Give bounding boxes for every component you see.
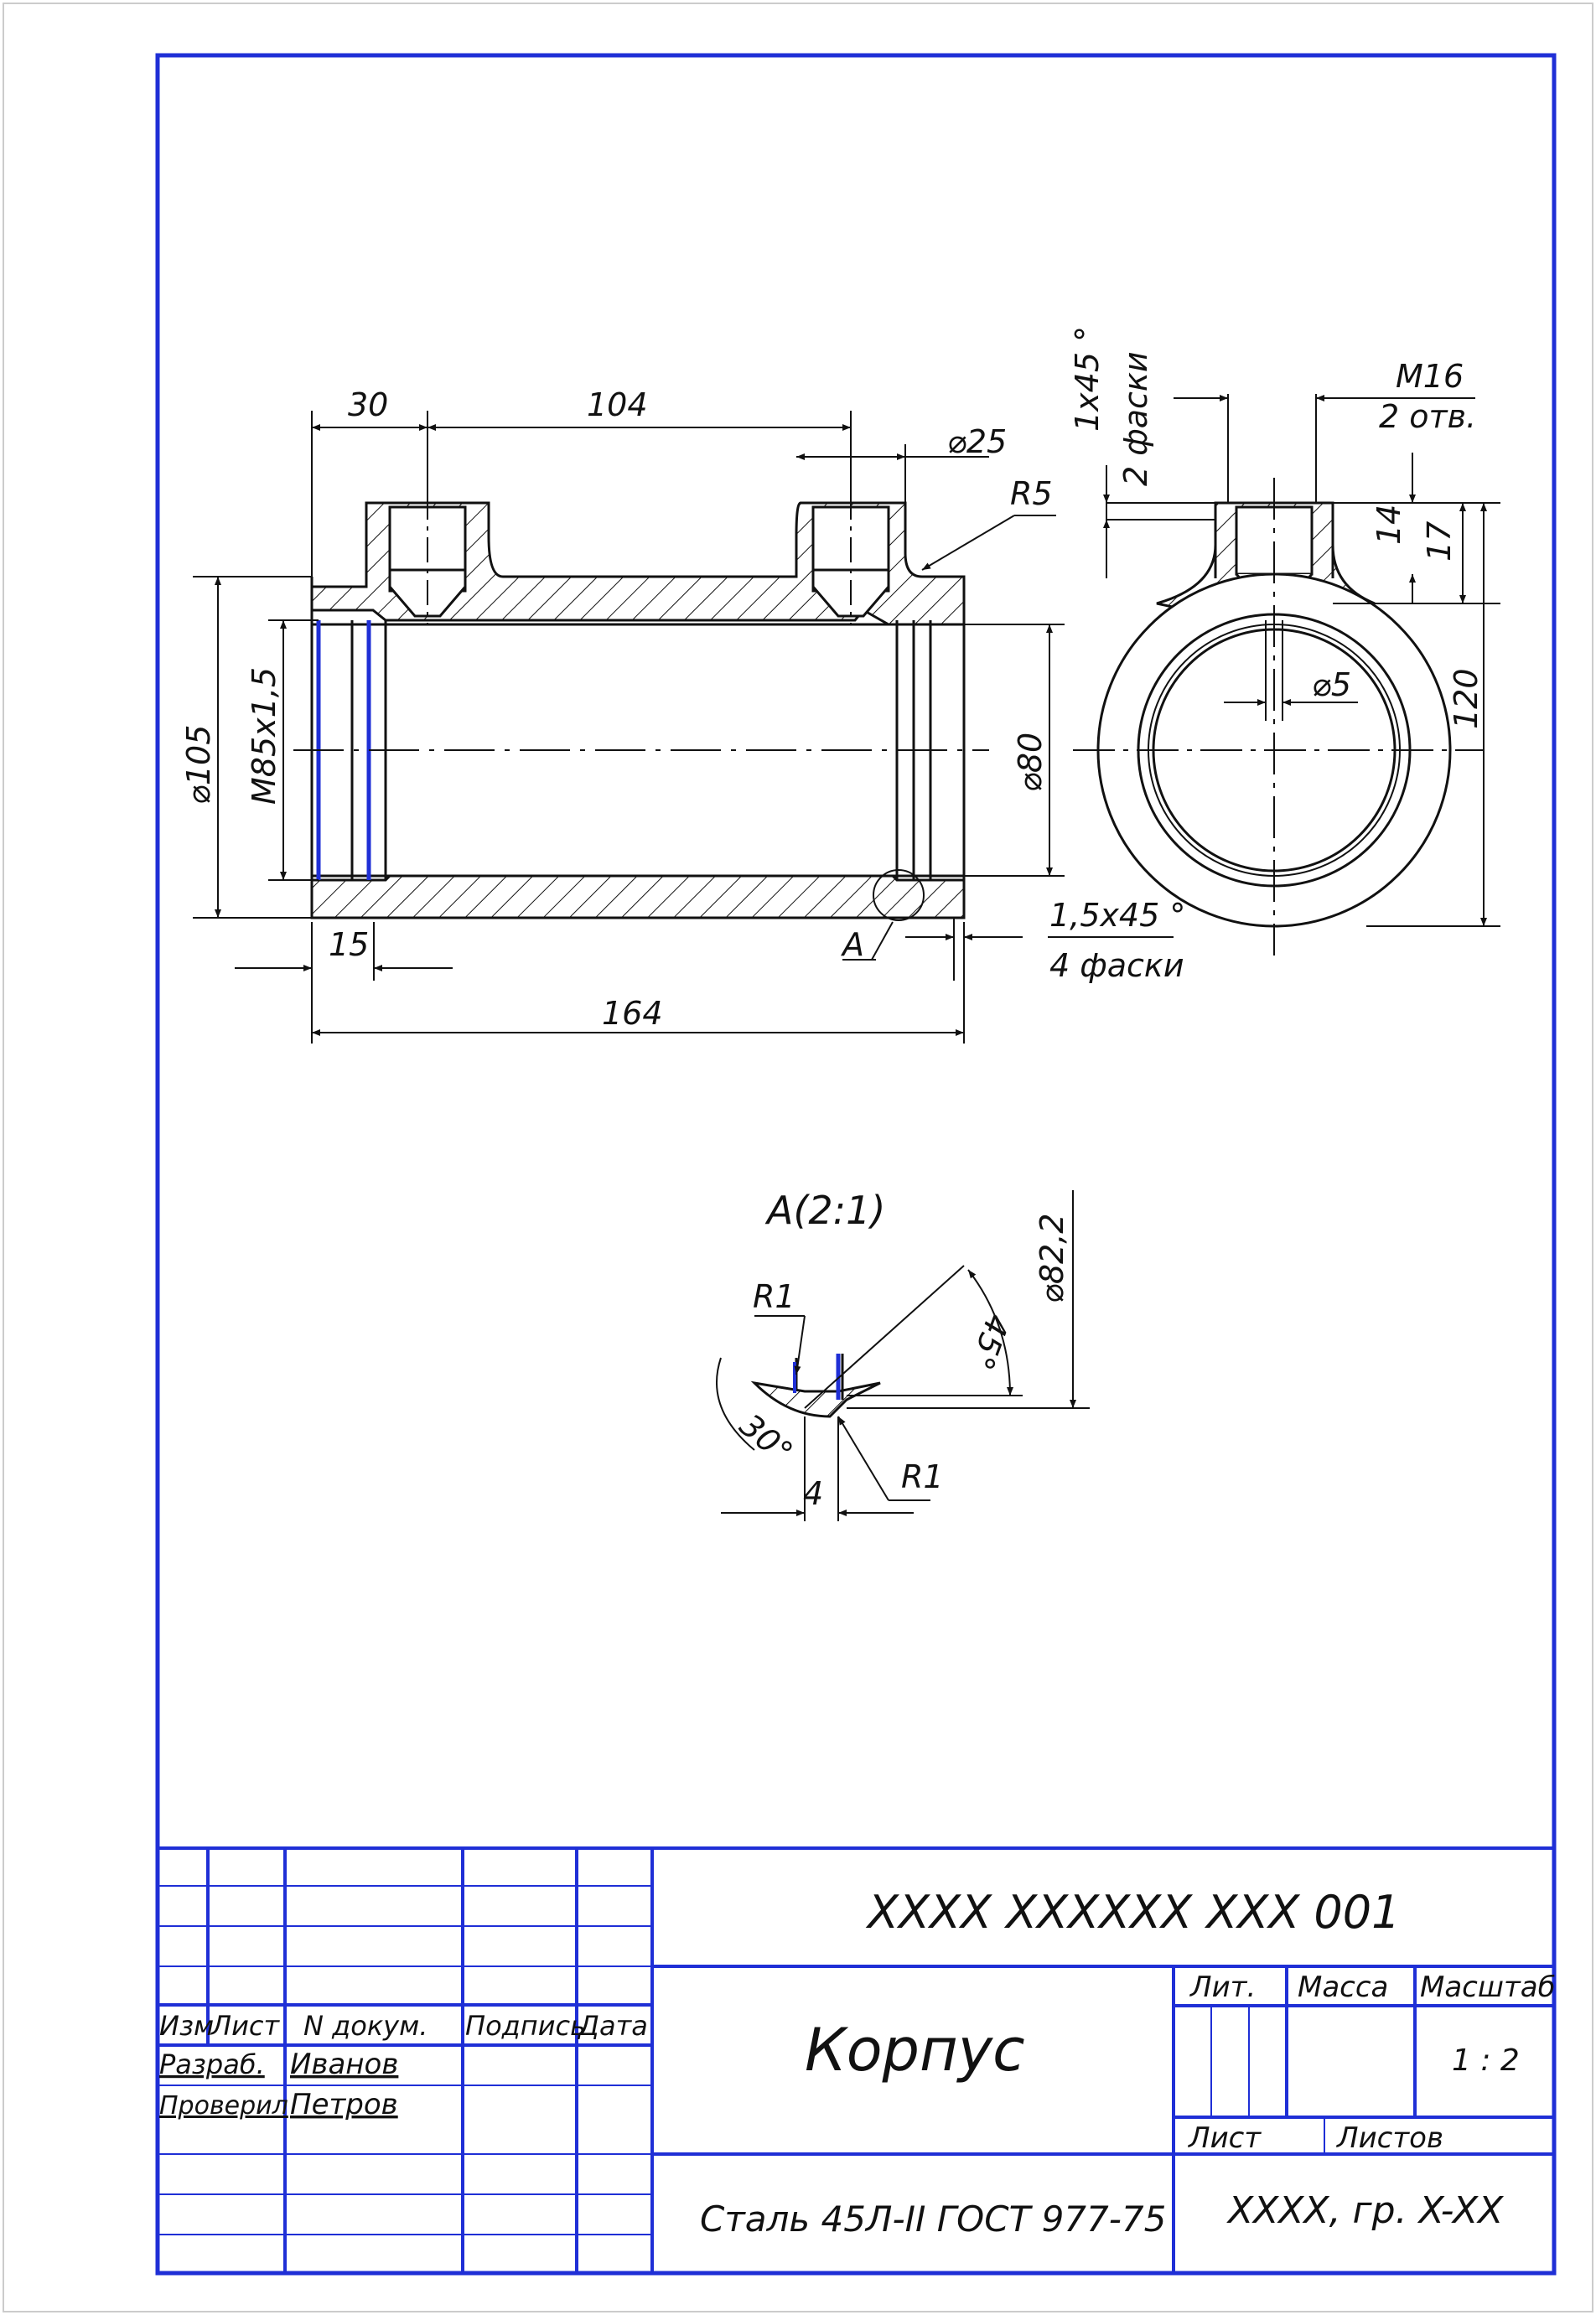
dim-m16: M16	[1396, 358, 1464, 395]
dim-angle-30: 30°	[733, 1406, 800, 1471]
main-view-dimensions	[193, 411, 1174, 1044]
part-name: Корпус	[805, 2016, 1025, 2085]
header-list2: Лист	[1187, 2121, 1262, 2155]
bottom-wall-section	[310, 870, 966, 919]
header-list: Лист	[210, 2010, 280, 2042]
dim-chamfer-4: 1,5x45 °	[1049, 897, 1185, 934]
dim-r1-bottom: R1	[901, 1458, 944, 1495]
dim-17: 17	[1421, 521, 1458, 562]
role-developed: Разраб.	[159, 2048, 265, 2080]
role-checked: Проверил	[159, 2091, 288, 2121]
header-massa: Масса	[1298, 1971, 1388, 2004]
dim-164: 164	[602, 995, 663, 1032]
dim-chamfer-2-count: 2 фаски	[1117, 351, 1154, 486]
callout-a: A	[840, 926, 864, 963]
dim-120: 120	[1448, 668, 1485, 729]
dim-dia25: ⌀25	[947, 423, 1007, 460]
detail-a-labels: R1 R1 ⌀82,2 45° 30° 4	[733, 1214, 1070, 1513]
dim-r5: R5	[1010, 475, 1053, 512]
detail-a-circle	[873, 869, 925, 921]
name-developer: Иванов	[290, 2048, 398, 2081]
dim-104: 104	[587, 386, 648, 423]
material: Сталь 45Л-II ГОСТ 977-75	[700, 2198, 1166, 2240]
title-block-text: XXXX XXXXXX XXX 001 Корпус Сталь 45Л-II …	[159, 1886, 1556, 2240]
dim-dia5: ⌀5	[1312, 666, 1351, 703]
name-checker: Петров	[290, 2088, 398, 2121]
header-podpis: Подпись	[465, 2010, 586, 2042]
dim-14: 14	[1371, 505, 1407, 545]
header-izm: Изм	[159, 2010, 214, 2042]
detail-a-view	[716, 1190, 1090, 1521]
scale-value: 1 : 2	[1452, 2043, 1520, 2078]
side-view	[1073, 478, 1484, 956]
dim-dia82-2: ⌀82,2	[1034, 1214, 1070, 1304]
dim-dia105: ⌀105	[180, 725, 217, 805]
dim-dia80: ⌀80	[1012, 733, 1049, 792]
drawing-frame	[155, 53, 1557, 2276]
dim-chamfer-4-count: 4 фаски	[1049, 947, 1184, 984]
dim-15: 15	[329, 926, 369, 963]
dim-r1-top: R1	[753, 1278, 795, 1315]
main-view-labels: 30 104 ⌀25 R5 ⌀105 M85x1,5 ⌀80 15 164 1,…	[180, 386, 1185, 1032]
outer-border	[3, 3, 1593, 2312]
dim-chamfer-2: 1x45 °	[1069, 326, 1106, 432]
dim-30: 30	[348, 386, 388, 423]
header-data: Дата	[577, 2010, 648, 2042]
title-block	[158, 1846, 1554, 2273]
designation: XXXX XXXXXX XXX 001	[865, 1886, 1400, 1939]
side-view-labels: 1x45 ° 2 фаски M16 2 отв. 14 17 ⌀5 120	[1069, 326, 1485, 729]
dim-m85: M85x1,5	[246, 667, 282, 805]
header-lit: Лит.	[1189, 1971, 1256, 2004]
side-view-dimensions	[1103, 394, 1500, 927]
dim-4: 4	[803, 1475, 823, 1512]
detail-a-title: A(2:1)	[764, 1188, 885, 1233]
main-section-view	[293, 495, 989, 921]
organization: XXXX, гр. X-XX	[1226, 2189, 1504, 2232]
header-ndoc: N докум.	[303, 2010, 428, 2042]
header-listov: Листов	[1335, 2121, 1443, 2155]
dim-m16-count: 2 отв.	[1379, 398, 1476, 435]
header-masshtab: Масштаб	[1420, 1971, 1556, 2004]
